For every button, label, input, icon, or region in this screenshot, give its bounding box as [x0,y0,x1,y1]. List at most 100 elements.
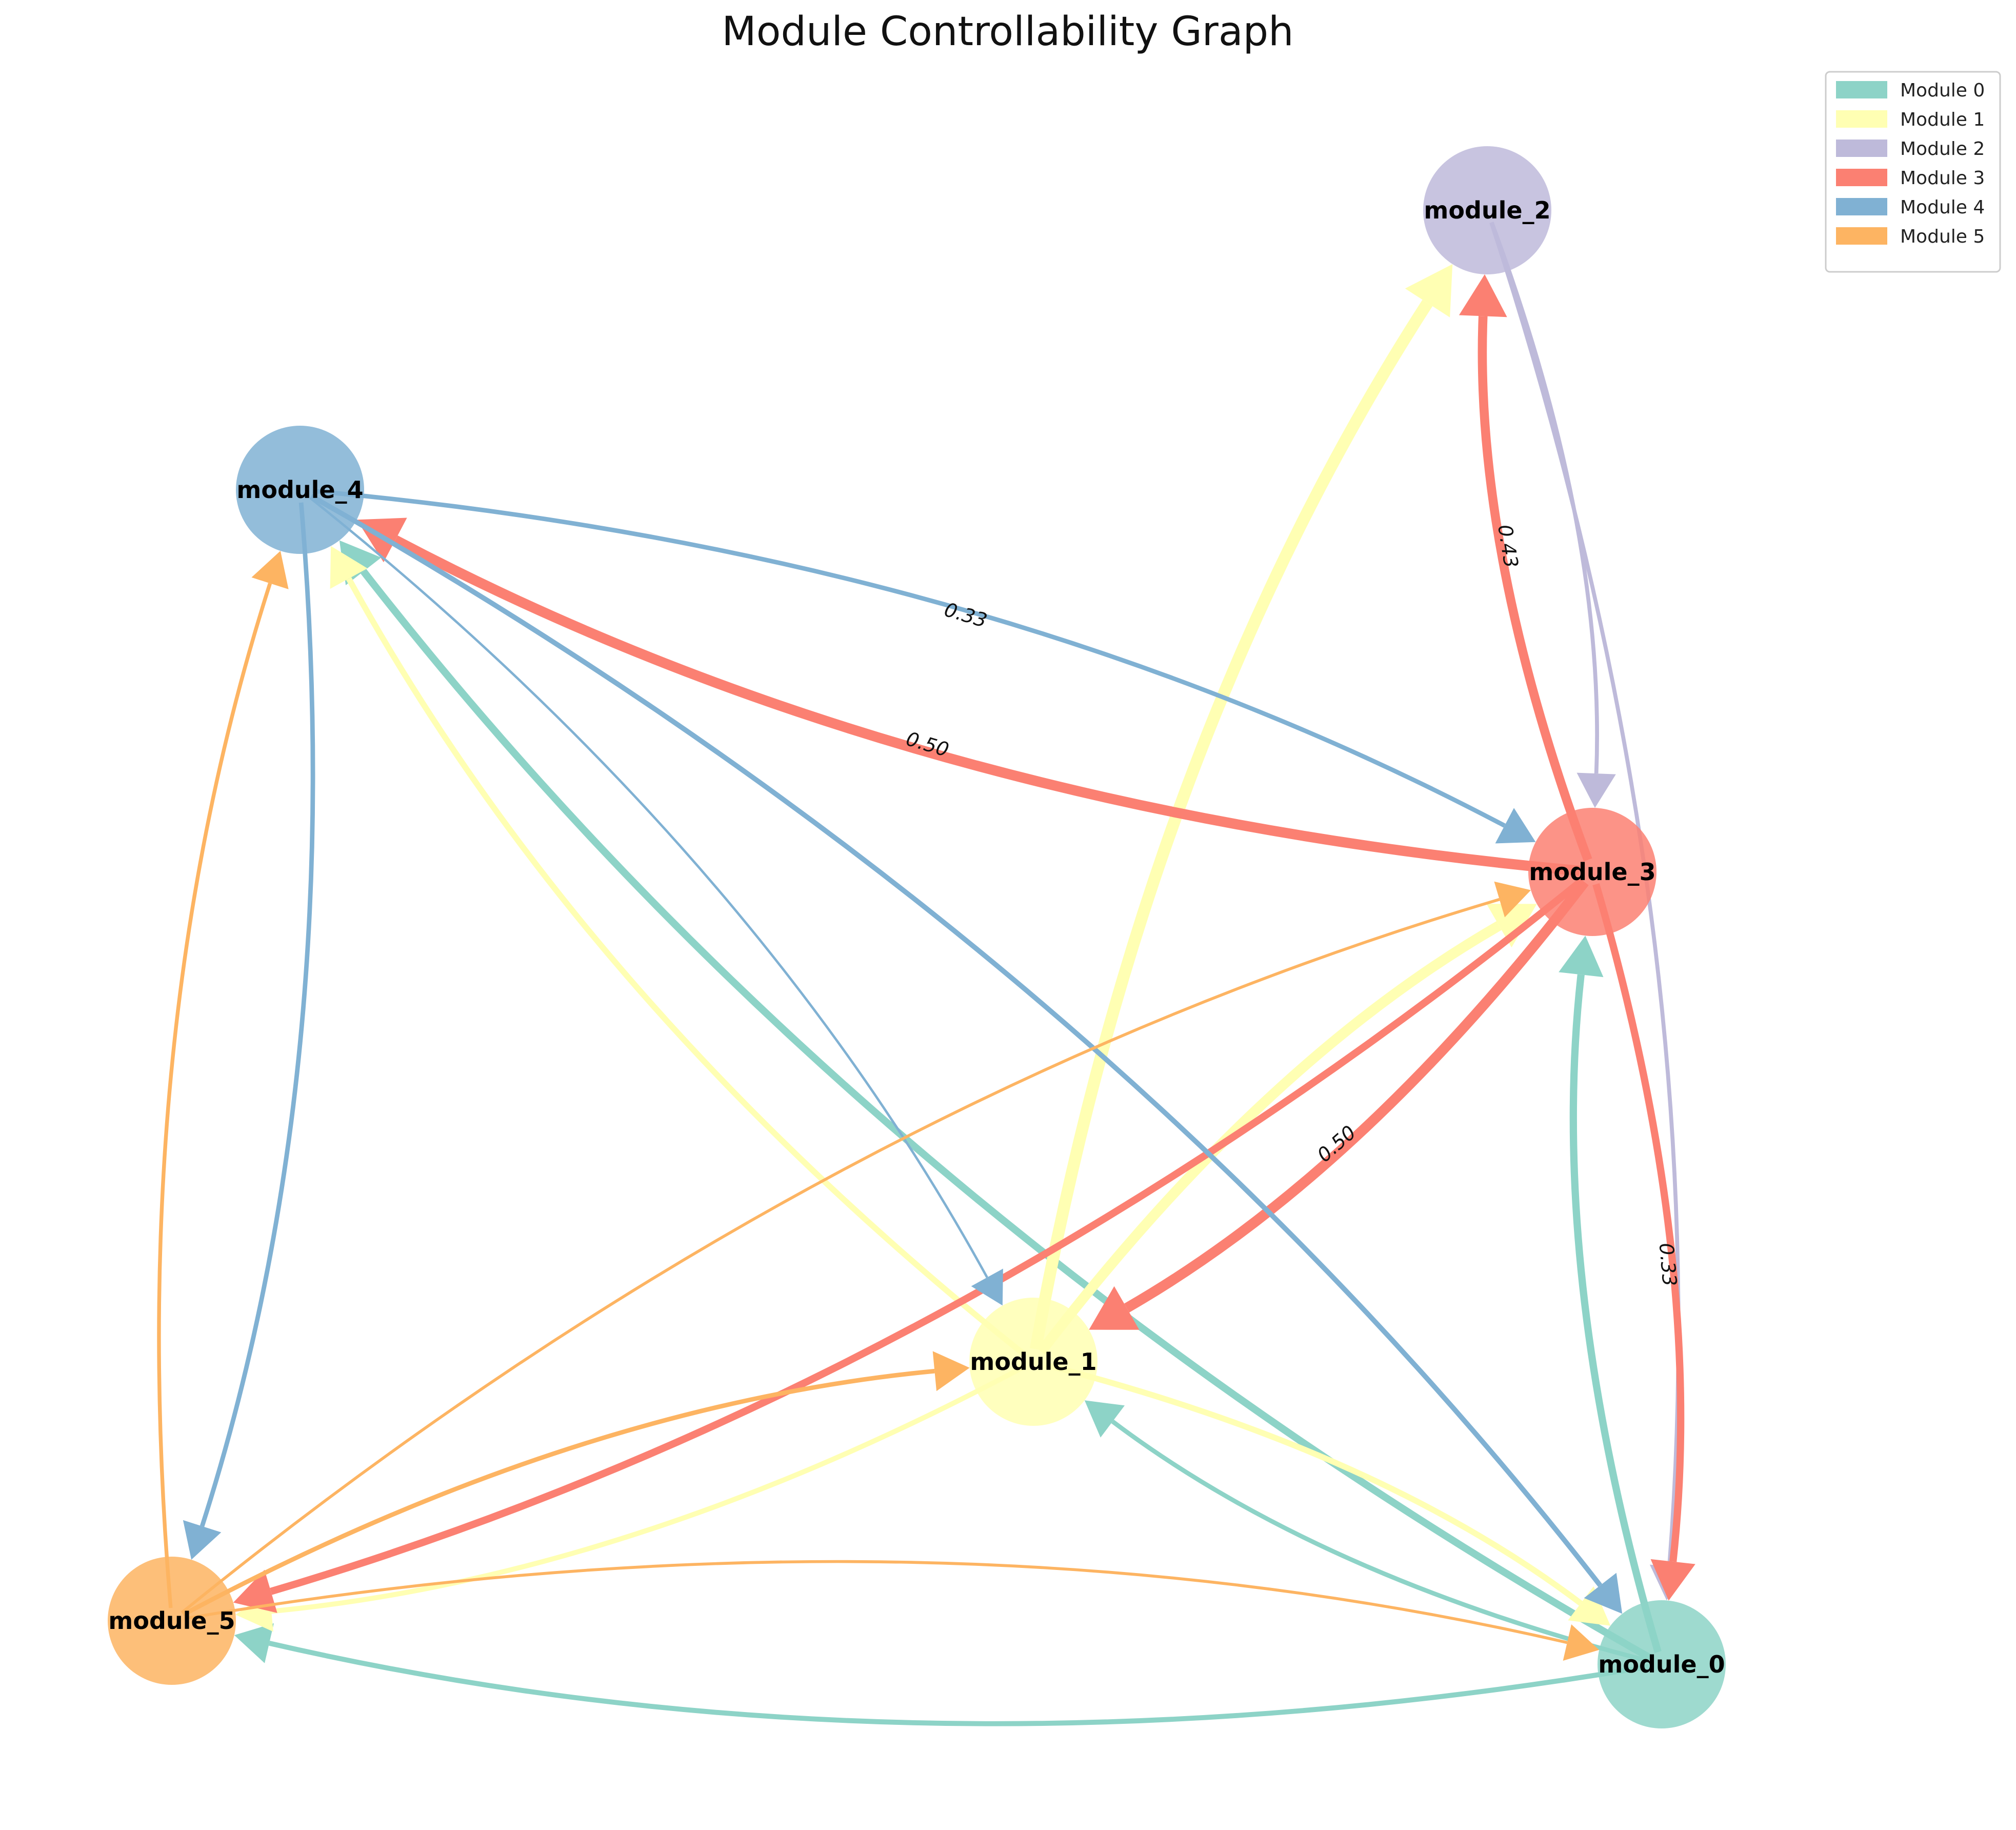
edge-module_0-to-module_1 [1084,1400,1650,1664]
edge-line [199,502,315,1527]
edge-arrowhead [1405,264,1453,317]
edge-arrowhead [1459,274,1507,317]
edge-module_4-to-module_3 [312,488,1536,844]
edge-weight-label: 0.43 [1493,523,1523,569]
edge-line [157,583,272,1608]
nodes-layer: module_0 module_1 module_2 module_3 module_4… [108,146,1726,1728]
edge-module_3-to-module_0 [1592,883,1695,1601]
legend-item: Module 2 [1836,138,1985,160]
edge-line [270,877,1585,1595]
edge-line [346,577,1026,1356]
edge-module_3-to-module_1 [1089,879,1589,1330]
edge-line [1124,879,1589,1312]
node-circle [1528,808,1656,936]
legend-item: Module 5 [1836,226,1985,247]
node-label: module_3 [1529,858,1655,886]
edge-arrowhead [1495,808,1536,844]
node-circle [1598,1600,1726,1728]
legend-item: Module 0 [1836,80,1985,101]
legend-label: Module 4 [1900,197,1985,218]
edge-arrowhead [1584,1573,1623,1614]
node-module_0: module_0 [1598,1600,1726,1728]
edge-weight-label: 0.33 [942,598,990,632]
legend-swatch [1836,140,1887,157]
edge-line [361,569,1652,1661]
edges-layer [157,222,1695,1726]
node-module_3: module_3 [1528,808,1656,936]
legend-swatch [1836,169,1887,186]
edge-module_1-to-module_4 [330,546,1026,1356]
edge-line [1490,222,1599,774]
edge-line [1037,921,1502,1355]
edge-line [181,898,1500,1614]
edge-arrowhead [183,1520,222,1560]
legend-item: Module 1 [1836,109,1985,130]
edge-arrowhead [234,1623,274,1663]
edge-module_0-to-module_5 [234,1623,1650,1726]
node-label: module_1 [970,1348,1096,1376]
edge-arrowhead [251,551,289,589]
edge-line [1478,315,1592,862]
edge-weight-label: 0.33 [1655,1242,1681,1287]
edge-arrowhead [1494,881,1531,918]
legend-label: Module 3 [1900,168,1985,189]
legend-swatch [1836,81,1887,98]
edge-arrowhead [1568,1586,1611,1626]
edge-line [184,1560,1568,1644]
edge-module_5-to-module_4 [157,551,289,1608]
edge-module_3-to-module_2 [1459,274,1592,862]
edge-module_5-to-module_0 [184,1560,1600,1661]
node-label: module_2 [1424,196,1550,224]
edge-module_4-to-module_0 [310,494,1623,1614]
node-circle [1423,146,1551,274]
edge-line [1029,300,1433,1350]
edge-line [1569,974,1662,1654]
edge-arrowhead [1576,772,1616,808]
node-label: module_0 [1598,1650,1725,1678]
legend-item: Module 4 [1836,197,1985,218]
legend-label: Module 5 [1900,226,1985,247]
node-module_1: module_1 [969,1298,1097,1426]
legend-swatch [1836,227,1887,245]
edge-module_1-to-module_3 [1037,904,1537,1355]
edge-arrowhead [1486,904,1537,948]
edge-line [182,1368,935,1617]
node-circle [236,426,364,554]
edge-arrowhead [1650,1559,1695,1601]
node-label: module_5 [108,1607,235,1635]
legend-label: Module 2 [1900,138,1985,160]
node-module_5: module_5 [108,1557,236,1685]
legend-label: Module 1 [1900,109,1985,130]
edge-module_0-to-module_3 [1559,936,1662,1654]
legend-swatch [1836,110,1887,128]
edge-arrowhead [1563,1624,1600,1661]
edge-line [1045,1362,1583,1606]
edge-module_0-to-module_4 [339,540,1652,1661]
edge-arrowhead [1559,936,1604,978]
edge-module_5-to-module_1 [182,1351,970,1617]
edge-line [1592,883,1685,1562]
edge-arrowhead [330,546,368,589]
node-circle [108,1557,236,1685]
node-module_2: module_2 [1423,146,1551,274]
edge-line [1111,1420,1650,1664]
edge-line [310,494,1603,1587]
edge-module_4-to-module_1 [309,496,1003,1306]
edge-module_1-to-module_0 [1045,1362,1611,1626]
edge-line [312,488,1506,828]
edge-line [393,535,1581,876]
edge-arrowhead [1084,1400,1125,1438]
edge-arrowhead [1089,1286,1140,1330]
edge-module_4-to-module_5 [183,502,315,1560]
node-module_4: module_4 [236,426,364,554]
graph-title: Module Controllability Graph [722,9,1293,55]
legend-label: Module 0 [1900,80,1985,101]
legend-item: Module 3 [1836,168,1985,189]
edge-line [268,1641,1650,1726]
edge-module_1-to-module_2 [1029,264,1453,1350]
edge-arrowhead [971,1268,1003,1306]
edge-module_3-to-module_4 [356,518,1581,876]
edge-arrowhead [932,1351,970,1391]
edge-module_2-to-module_3 [1490,222,1616,808]
